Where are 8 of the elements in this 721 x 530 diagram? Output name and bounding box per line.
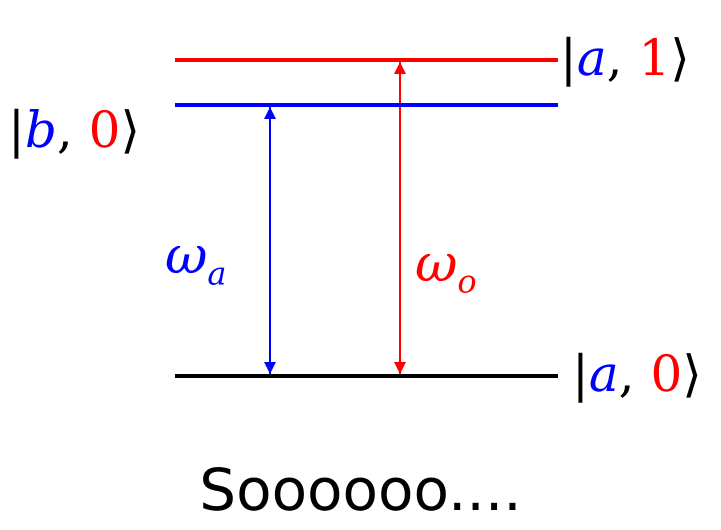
state-label: |b, 0⟩ <box>8 100 140 160</box>
state-label: |a, 1⟩ <box>560 28 690 88</box>
caption: Soooooo.... <box>198 455 523 525</box>
state-label: |a, 0⟩ <box>572 344 702 404</box>
transition-arrow <box>394 62 406 374</box>
edge-label: ω$_{a}$ <box>165 226 226 294</box>
edge-label: ω$_{o}$ <box>415 234 477 302</box>
transition-arrow <box>264 107 276 374</box>
